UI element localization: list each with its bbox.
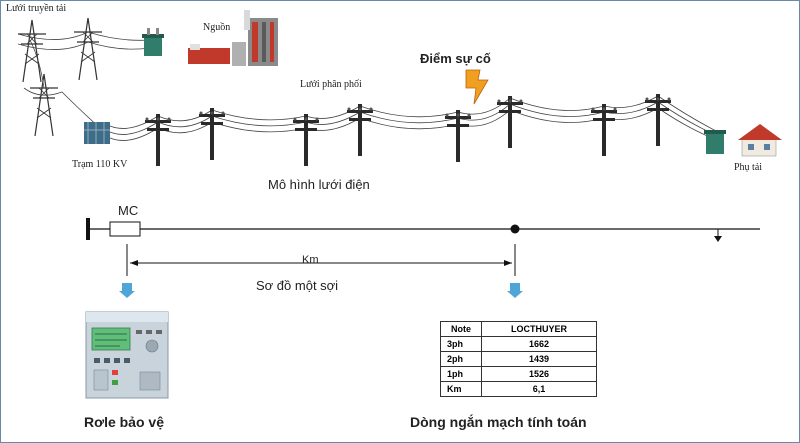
transformer-icon — [142, 28, 164, 56]
table-row: 1ph 1526 — [440, 366, 597, 382]
single-line-caption: Sơ đồ một sợi — [256, 278, 339, 293]
breaker-label: MC — [118, 203, 139, 218]
table-cell-value: 6,1 — [481, 381, 597, 397]
table-cell-value: 1526 — [481, 366, 597, 382]
short-circuit-table: Note LOCTHUYER 3ph 1662 2ph 1439 1ph 152… — [440, 321, 597, 397]
table-row: 3ph 1662 — [440, 336, 597, 352]
circuit-breaker — [109, 221, 141, 237]
house-icon — [738, 124, 782, 157]
fault-node — [510, 224, 520, 234]
load-transformer-icon — [704, 130, 726, 154]
fault-point-label: Điểm sự cố — [420, 51, 491, 66]
table-cell-value: 1439 — [481, 351, 597, 367]
short-circuit-caption: Dòng ngắn mạch tính toán — [410, 414, 587, 430]
power-plant-icon — [188, 10, 278, 66]
table-cell-value: 1662 — [481, 336, 597, 352]
table-cell-key: Km — [440, 381, 482, 397]
substation-label: Trạm 110 KV — [72, 159, 128, 170]
table-header-row: Note LOCTHUYER — [440, 321, 597, 337]
table-cell-key: 1ph — [440, 366, 482, 382]
table-header-value: LOCTHUYER — [481, 321, 597, 337]
grid-model-caption: Mô hình lưới điện — [268, 177, 370, 192]
source-label: Nguồn — [203, 22, 231, 33]
protection-relay-icon — [85, 311, 169, 399]
utility-pole-icon — [145, 94, 671, 166]
single-line-diagram — [86, 218, 760, 276]
substation-icon — [84, 122, 110, 144]
transmission-tower-icon — [17, 17, 151, 137]
table-cell-key: 3ph — [440, 336, 482, 352]
distance-label: Km — [302, 254, 319, 266]
relay-caption: Rơle bảo vệ — [84, 414, 164, 430]
lightning-icon — [465, 69, 489, 105]
table-cell-key: 2ph — [440, 351, 482, 367]
transmission-grid-label: Lưới truyền tải — [6, 3, 67, 14]
distribution-line — [109, 95, 723, 143]
load-label: Phụ tải — [734, 162, 763, 173]
arrow-down-icon — [119, 283, 523, 298]
table-header-note: Note — [440, 321, 482, 337]
table-row: Km 6,1 — [440, 381, 597, 397]
distribution-grid-label: Lưới phân phối — [300, 79, 362, 90]
table-row: 2ph 1439 — [440, 351, 597, 367]
